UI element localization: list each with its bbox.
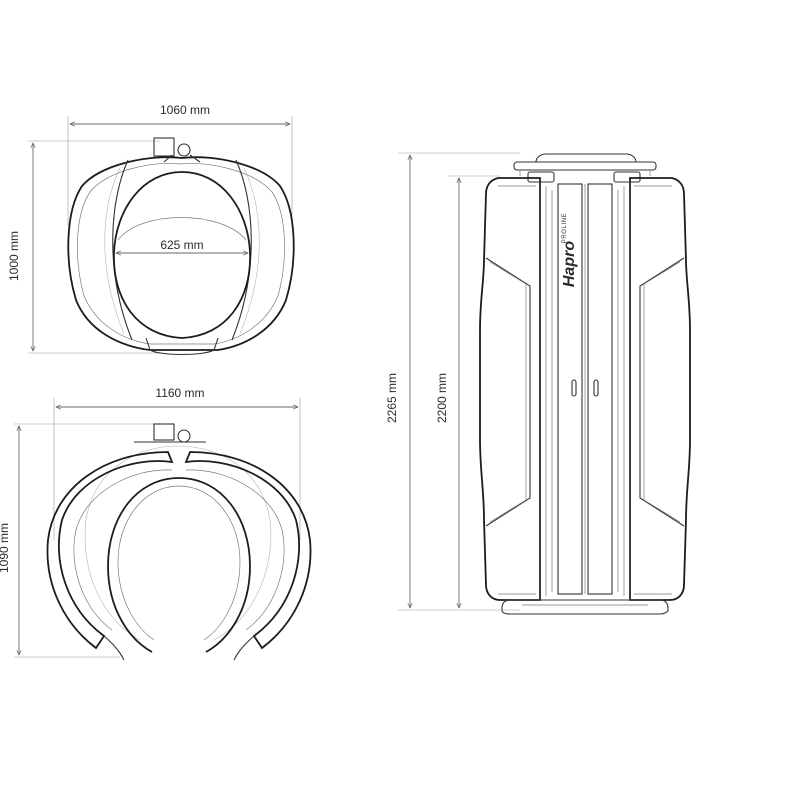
inner-width-label: 625 mm xyxy=(160,238,203,252)
open-width-label: 1160 mm xyxy=(155,386,204,400)
open-depth-label: 1090 mm xyxy=(0,523,11,573)
body-height-label: 2200 mm xyxy=(435,373,449,423)
front-view: 2265 mm 2200 mm Hapro PROLINE xyxy=(385,152,691,615)
total-height-label: 2265 mm xyxy=(385,373,399,423)
top-view-open: 1160 mm 1090 mm xyxy=(0,386,312,661)
width-label: 1060 mm xyxy=(160,103,210,117)
depth-label: 1000 mm xyxy=(7,231,21,281)
brand-logo-text: Hapro xyxy=(561,241,578,287)
top-view-closed: 1060 mm 1000 mm 625 mm xyxy=(7,103,295,355)
model-text: PROLINE xyxy=(562,213,568,244)
